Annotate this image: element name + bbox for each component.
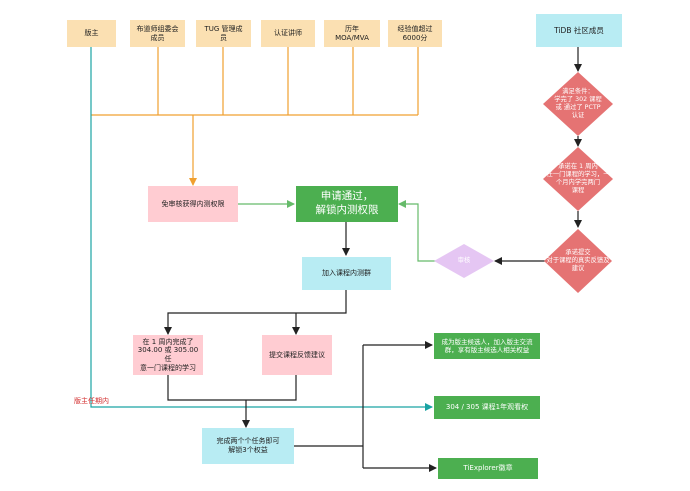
benefit-tiexplorer-badge: TiExplorer徽章 <box>438 458 538 479</box>
benefit-course-access: 304 / 305 课程1年观看权 <box>434 396 540 419</box>
decision-arrows <box>494 47 582 265</box>
task-submit-feedback: 提交课程反馈建议 <box>262 335 332 375</box>
role-tug: TUG 管理成 员 <box>196 20 251 47</box>
condition-diamond <box>543 72 613 136</box>
review-diamond <box>434 244 494 278</box>
apply-passed: 申请通过， 解锁内测权限 <box>296 186 398 222</box>
condition-text: 满足条件： 学完了 302 课程 或 通过了 PCTP 认证 <box>554 88 602 119</box>
commit-diamond <box>543 147 613 211</box>
role-exp-6000: 经验值超过 6000分 <box>388 20 442 47</box>
commit-text: 承诺在 1 周内 任一门课程的学习，一 个月内学完两门 课程 <box>546 163 610 194</box>
exempt-permission: 免审核获得内测权限 <box>148 186 238 222</box>
arrow-review-to-apply <box>398 200 437 262</box>
feedback-text: 承诺提交 对于课程的真实反馈及 建议 <box>546 249 610 272</box>
community-member: TiDB 社区成员 <box>536 14 622 47</box>
role-moa-mva: 历年 MOA/MVA <box>324 20 380 47</box>
review-text: 审核 <box>457 257 471 265</box>
moderator-line <box>90 47 433 411</box>
main-flow-arrows <box>164 222 437 472</box>
task-study-course: 在 1 周内完成了 304.00 或 305.00 任 意一门课程的学习 <box>133 335 203 375</box>
role-bus <box>91 47 419 186</box>
role-moderator: 版主 <box>67 20 116 47</box>
role-lecturer: 认证讲师 <box>261 20 315 47</box>
join-test-group: 加入课程内测群 <box>302 257 391 290</box>
role-evangelist: 布道师组委会 成员 <box>130 20 185 47</box>
benefit-moderator-candidate: 成为版主候选人，加入版主交流 群，享有版主候选人相关权益 <box>434 333 540 359</box>
feedback-diamond <box>544 229 612 293</box>
moderator-term-label: 版主任期内 <box>74 397 109 405</box>
complete-two-tasks: 完成两个个任务即可 解锁3个权益 <box>202 428 294 464</box>
